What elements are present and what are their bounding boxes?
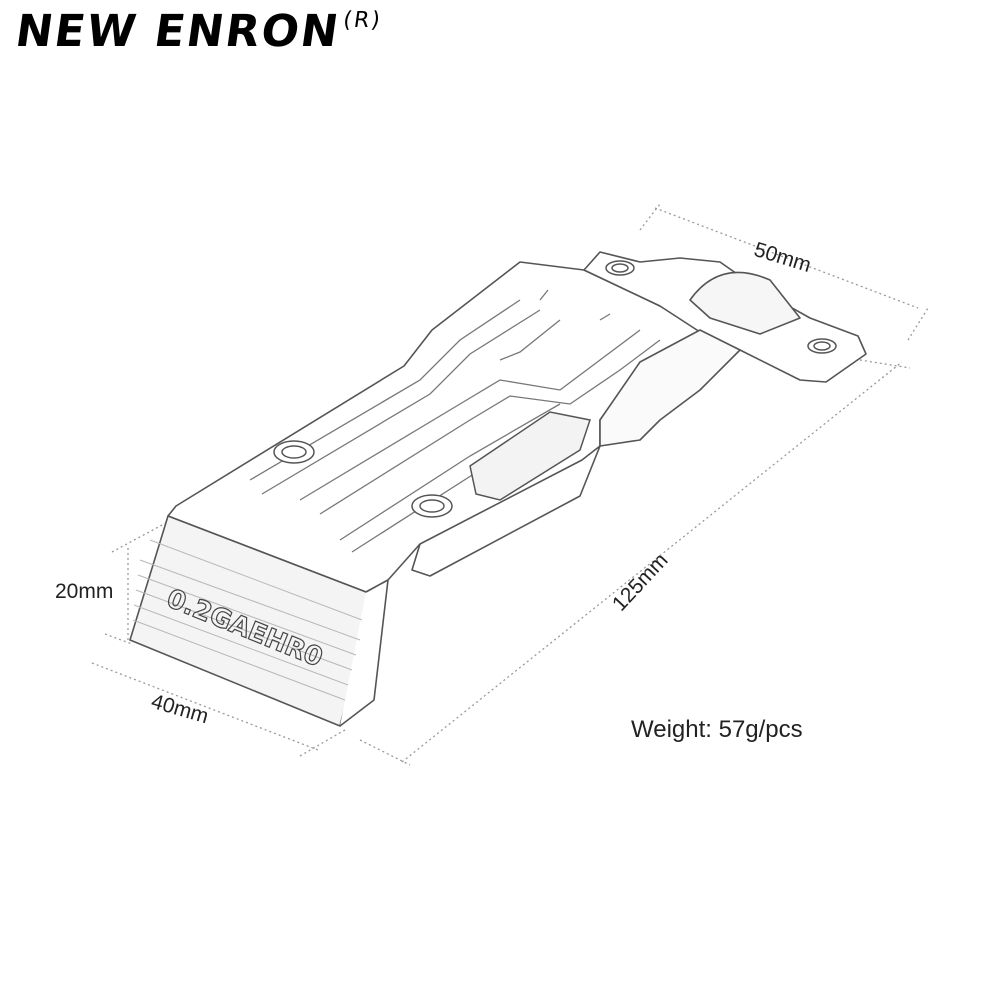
dimension-lines <box>91 203 929 766</box>
dim-tick <box>299 729 346 757</box>
hole-inner <box>419 499 445 513</box>
dim-line-125mm <box>401 361 903 763</box>
skid-plate <box>129 251 867 727</box>
dim-tick <box>639 203 661 231</box>
ramp-ribs <box>132 539 363 701</box>
side-wall <box>599 329 741 447</box>
dim-line-50mm <box>654 207 919 309</box>
dim-tick <box>907 307 929 341</box>
weight-label: Weight: 57g/pcs <box>631 716 803 743</box>
hole-inner <box>611 263 629 273</box>
bracket-hump <box>689 271 801 335</box>
mount-holes <box>273 260 837 518</box>
hole-inner <box>813 341 831 351</box>
hole-inner <box>281 445 307 459</box>
center-slot <box>469 411 591 501</box>
front-ramp-side <box>339 579 389 727</box>
dim-tick <box>111 517 176 553</box>
dimension-label-20mm: 20mm <box>55 580 114 603</box>
lower-edge <box>411 445 601 577</box>
dim-tick <box>359 739 411 766</box>
dim-tick <box>859 359 911 369</box>
dim-line-40mm <box>91 662 319 751</box>
